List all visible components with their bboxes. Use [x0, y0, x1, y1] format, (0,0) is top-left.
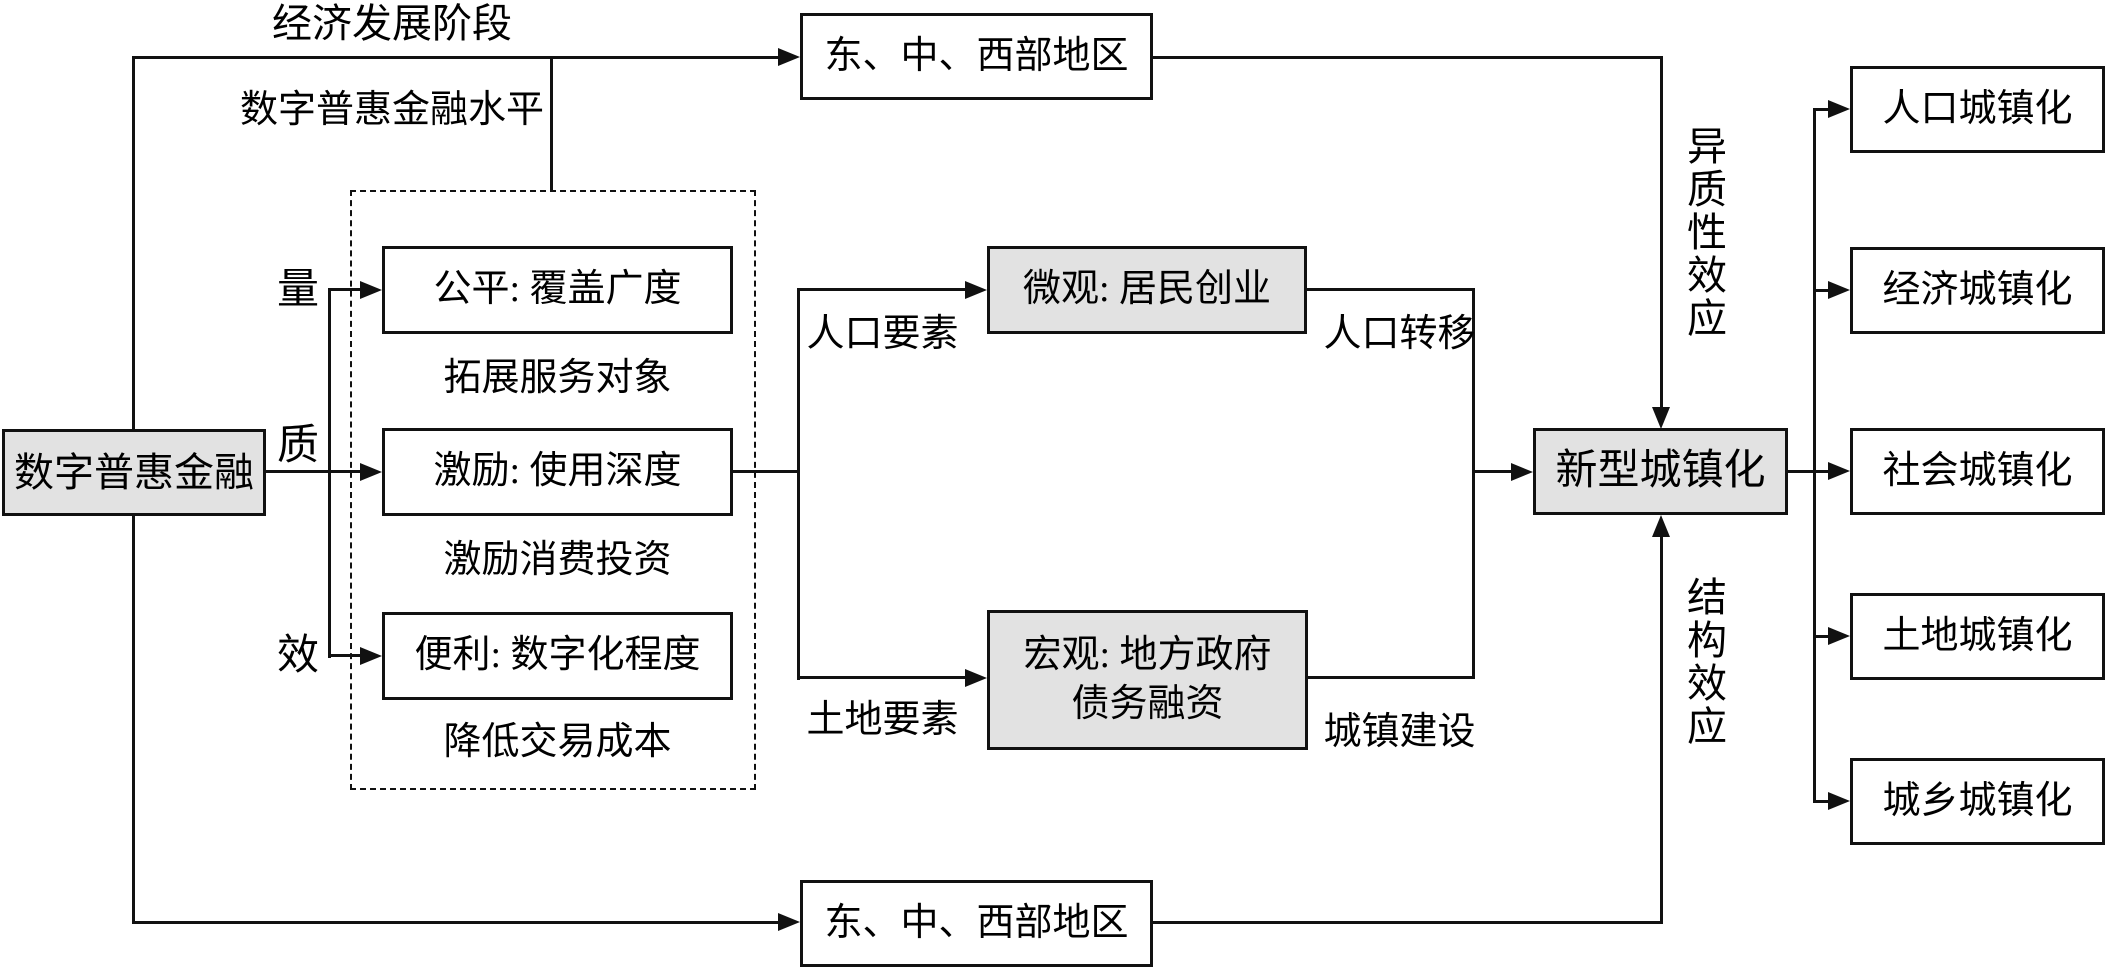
connector-dimension-spine	[328, 288, 331, 658]
connector-outcome-5	[1815, 800, 1830, 803]
connector-to-micro	[799, 288, 965, 291]
node-new-urbanization: 新型城镇化	[1533, 428, 1788, 515]
label-population-transfer: 人口转移	[1323, 313, 1476, 355]
node-economic-urbanization: 经济城镇化	[1850, 247, 2105, 334]
node-land-urbanization: 土地城镇化	[1850, 593, 2105, 680]
node-micro-entrepreneurship: 微观: 居民创业	[987, 246, 1307, 334]
arrowhead	[778, 48, 800, 66]
connector-efficiency	[330, 654, 362, 657]
arrowhead	[1828, 100, 1850, 118]
connector-outcome-3	[1815, 470, 1830, 473]
connector-heterogeneity	[1660, 56, 1663, 408]
node-incentive-depth: 激励: 使用深度	[382, 428, 733, 516]
label-population-factor: 人口要素	[806, 313, 959, 355]
node-macro-government-debt: 宏观: 地方政府 债务融资	[987, 610, 1308, 750]
connector-to-macro	[799, 676, 965, 679]
arrowhead	[965, 669, 987, 687]
arrowhead	[1828, 281, 1850, 299]
label-land-factor: 土地要素	[806, 699, 959, 741]
label-quality: 质	[276, 423, 319, 469]
connector-top-left	[132, 56, 780, 59]
label-structural-effect: 结构效应	[1681, 576, 1726, 748]
node-social-urbanization: 社会城镇化	[1850, 428, 2105, 515]
arrowhead	[360, 281, 382, 299]
node-population-urbanization: 人口城镇化	[1850, 66, 2105, 153]
arrowhead	[360, 647, 382, 665]
connector-target-out	[1788, 470, 1816, 473]
label-quantity: 量	[276, 267, 319, 313]
arrowhead	[1652, 407, 1670, 429]
dimension-group-outline	[350, 190, 756, 790]
arrowhead	[1828, 462, 1850, 480]
arrowhead	[360, 463, 382, 481]
arrowhead	[1828, 627, 1850, 645]
connector-source-right	[266, 470, 332, 473]
connector-transfer-spine	[1472, 288, 1475, 679]
connector-outcome-spine	[1813, 108, 1816, 803]
connector-level-to-dashed	[550, 56, 553, 192]
label-efficiency: 效	[276, 633, 319, 679]
arrowhead	[778, 913, 800, 931]
connector-quality	[330, 470, 362, 473]
connector-factor-spine	[797, 288, 800, 680]
connector-top-right	[1153, 56, 1663, 59]
node-convenience-digitization: 便利: 数字化程度	[382, 612, 733, 700]
connector-structural	[1660, 536, 1663, 923]
arrowhead	[1511, 463, 1533, 481]
node-digital-inclusive-finance: 数字普惠金融	[2, 429, 266, 516]
connector-micro-out	[1307, 288, 1475, 291]
label-reduce-cost: 降低交易成本	[443, 721, 672, 763]
connector-outcome-4	[1815, 635, 1830, 638]
label-economic-stage: 经济发展阶段	[272, 1, 512, 46]
connector-quantity	[330, 288, 362, 291]
label-urban-construction: 城镇建设	[1323, 711, 1476, 753]
label-heterogeneity-effect: 异质性效应	[1681, 125, 1726, 340]
connector-bottom-left	[132, 921, 780, 924]
arrowhead	[1652, 515, 1670, 537]
node-regions-top: 东、中、西部地区	[800, 13, 1153, 100]
connector-outcome-1	[1815, 108, 1830, 111]
connector-outcome-2	[1815, 289, 1830, 292]
connector-source-down	[132, 516, 135, 923]
connector-macro-out	[1308, 676, 1475, 679]
node-regions-bottom: 东、中、西部地区	[800, 880, 1153, 967]
connector-bottom-right	[1153, 921, 1663, 924]
arrowhead	[965, 281, 987, 299]
node-fairness-coverage: 公平: 覆盖广度	[382, 246, 733, 334]
label-expand-service: 拓展服务对象	[443, 357, 672, 399]
label-dif-level: 数字普惠金融水平	[239, 89, 544, 131]
label-stimulate-consumption: 激励消费投资	[443, 539, 672, 581]
node-urban-rural-urbanization: 城乡城镇化	[1850, 758, 2105, 845]
connector-incentive-out	[733, 470, 799, 473]
connector-source-up	[132, 56, 135, 429]
connector-to-target	[1472, 470, 1511, 473]
arrowhead	[1828, 792, 1850, 810]
